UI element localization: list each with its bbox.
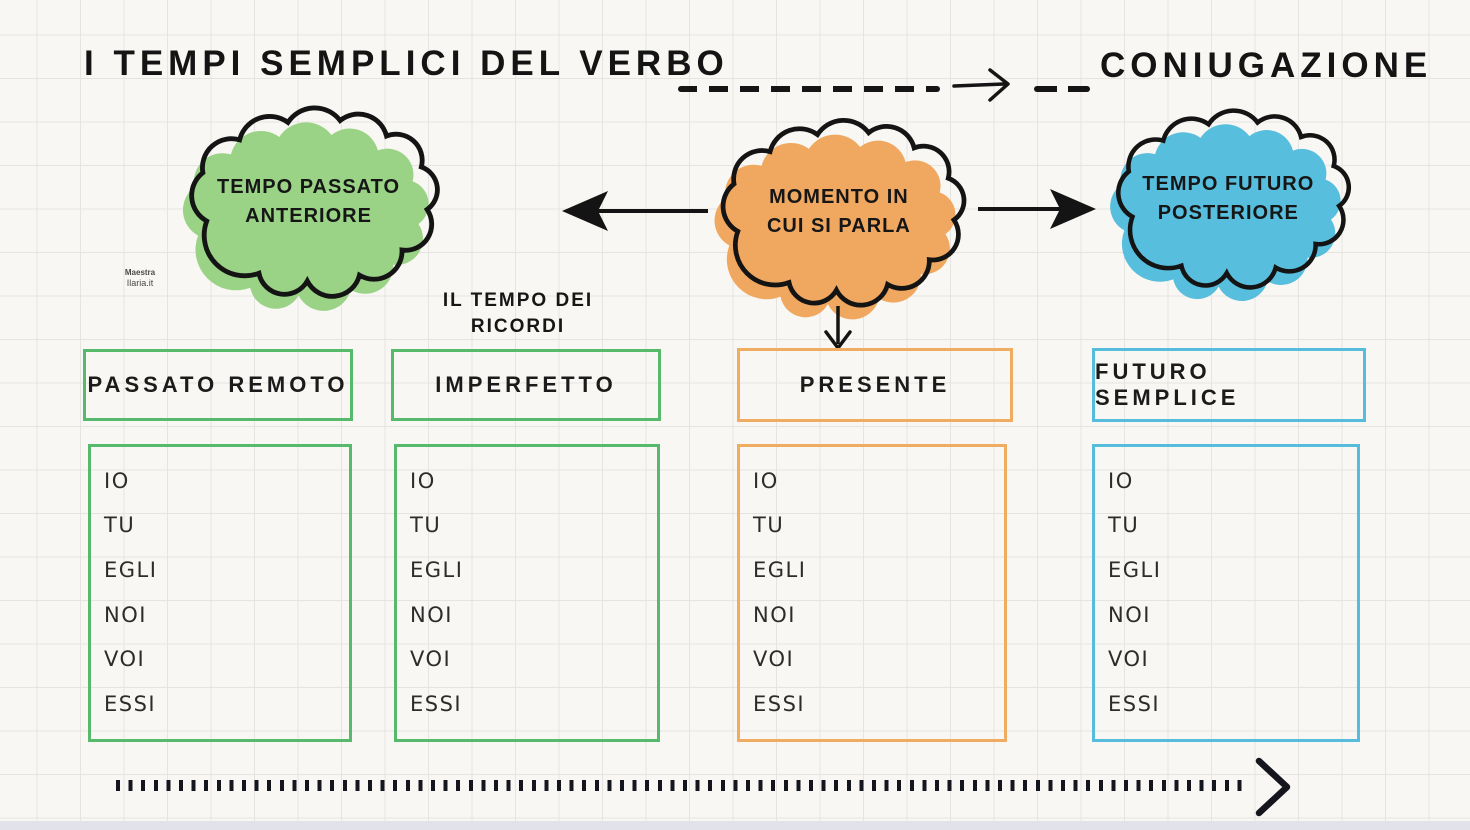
blank-dashed-short [1034, 86, 1090, 92]
watermark-logo: Maestra Ilaria.it [110, 268, 170, 288]
pronoun: ESSI [104, 692, 157, 717]
page-title: I TEMPI SEMPLICI DEL VERBO [84, 44, 729, 83]
pronoun: NOI [1108, 602, 1151, 627]
pronoun: EGLI [753, 558, 807, 583]
header-label: PRESENTE [799, 372, 951, 397]
pronoun: IO [104, 468, 130, 493]
list-box-presente: IO TU EGLI NOI VOI ESSI [737, 444, 1007, 742]
arrow-right-big-icon [978, 189, 1096, 229]
watermark-line2: Ilaria.it [126, 277, 154, 288]
pronoun: NOI [410, 602, 453, 627]
pronoun: VOI [1108, 647, 1150, 672]
pronoun: IO [753, 468, 779, 493]
arrow-right-icon [952, 68, 1010, 102]
pronoun: NOI [104, 602, 147, 627]
bottom-edge-strip [0, 821, 1470, 830]
pronoun: ESSI [753, 692, 806, 717]
cloud-tempo-futuro: TEMPO FUTURO POSTERIORE [1098, 100, 1370, 310]
header-label: PASSATO REMOTO [87, 372, 349, 397]
cloud-label-momento: MOMENTO IN CUI SI PARLA [766, 186, 911, 238]
header-futuro-semplice: FUTURO SEMPLICE [1092, 348, 1366, 422]
cloud-momento-parla: MOMENTO IN CUI SI PARLA [700, 110, 988, 328]
pronoun: NOI [753, 602, 796, 627]
cloud-tempo-passato: TEMPO PASSATO ANTERIORE [170, 96, 460, 321]
header-label: IMPERFETTO [435, 372, 617, 397]
arrow-down-icon [824, 306, 852, 350]
header-imperfetto: IMPERFETTO [391, 349, 661, 421]
pronoun: VOI [104, 647, 146, 672]
pronoun: EGLI [1108, 558, 1162, 583]
list-box-passato-remoto: IO TU EGLI NOI VOI ESSI [88, 444, 352, 742]
pronoun: IO [1108, 468, 1134, 493]
pronoun: ESSI [1108, 692, 1161, 717]
pronoun: TU [1108, 513, 1140, 538]
blank-dashed-line [678, 86, 940, 92]
pronoun: TU [753, 513, 785, 538]
header-passato-remoto: PASSATO REMOTO [83, 349, 353, 421]
list-box-futuro-semplice: IO TU EGLI NOI VOI ESSI [1092, 444, 1360, 742]
arrow-left-icon [562, 191, 708, 231]
pronoun: VOI [410, 647, 452, 672]
pronoun: TU [410, 513, 442, 538]
pronoun: EGLI [104, 558, 158, 583]
header-presente: PRESENTE [737, 348, 1013, 422]
cloud-label-futuro: TEMPO FUTURO POSTERIORE [1142, 172, 1315, 224]
cloud-label-passato: TEMPO PASSATO ANTERIORE [217, 175, 401, 227]
pronoun: VOI [753, 647, 795, 672]
dotted-timeline [116, 780, 1248, 791]
header-label: FUTURO SEMPLICE [1095, 359, 1240, 410]
timeline-arrowhead-icon [1255, 757, 1291, 817]
watermark-line1: Maestra [124, 268, 156, 277]
title-coniugazione: CONIUGAZIONE [1100, 46, 1433, 85]
pronoun: IO [410, 468, 436, 493]
pronoun: TU [104, 513, 136, 538]
imperfetto-note: IL TEMPO DEI RICORDI [442, 290, 594, 337]
pronoun: EGLI [410, 558, 464, 583]
pronoun: ESSI [410, 692, 463, 717]
list-box-imperfetto: IO TU EGLI NOI VOI ESSI [394, 444, 660, 742]
